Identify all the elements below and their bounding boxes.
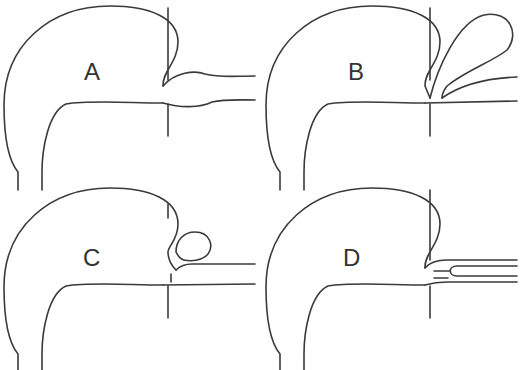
panel-letter-b: B: [348, 60, 364, 84]
panel-letter-a: A: [84, 60, 100, 84]
panel-b-drawing: [266, 6, 517, 190]
panel-a-drawing: [4, 6, 255, 190]
panel-letter-d: D: [343, 246, 360, 270]
panel-c-drawing: [4, 188, 255, 370]
panel-d-drawing: [266, 188, 517, 370]
panel-letter-c: C: [83, 246, 100, 270]
